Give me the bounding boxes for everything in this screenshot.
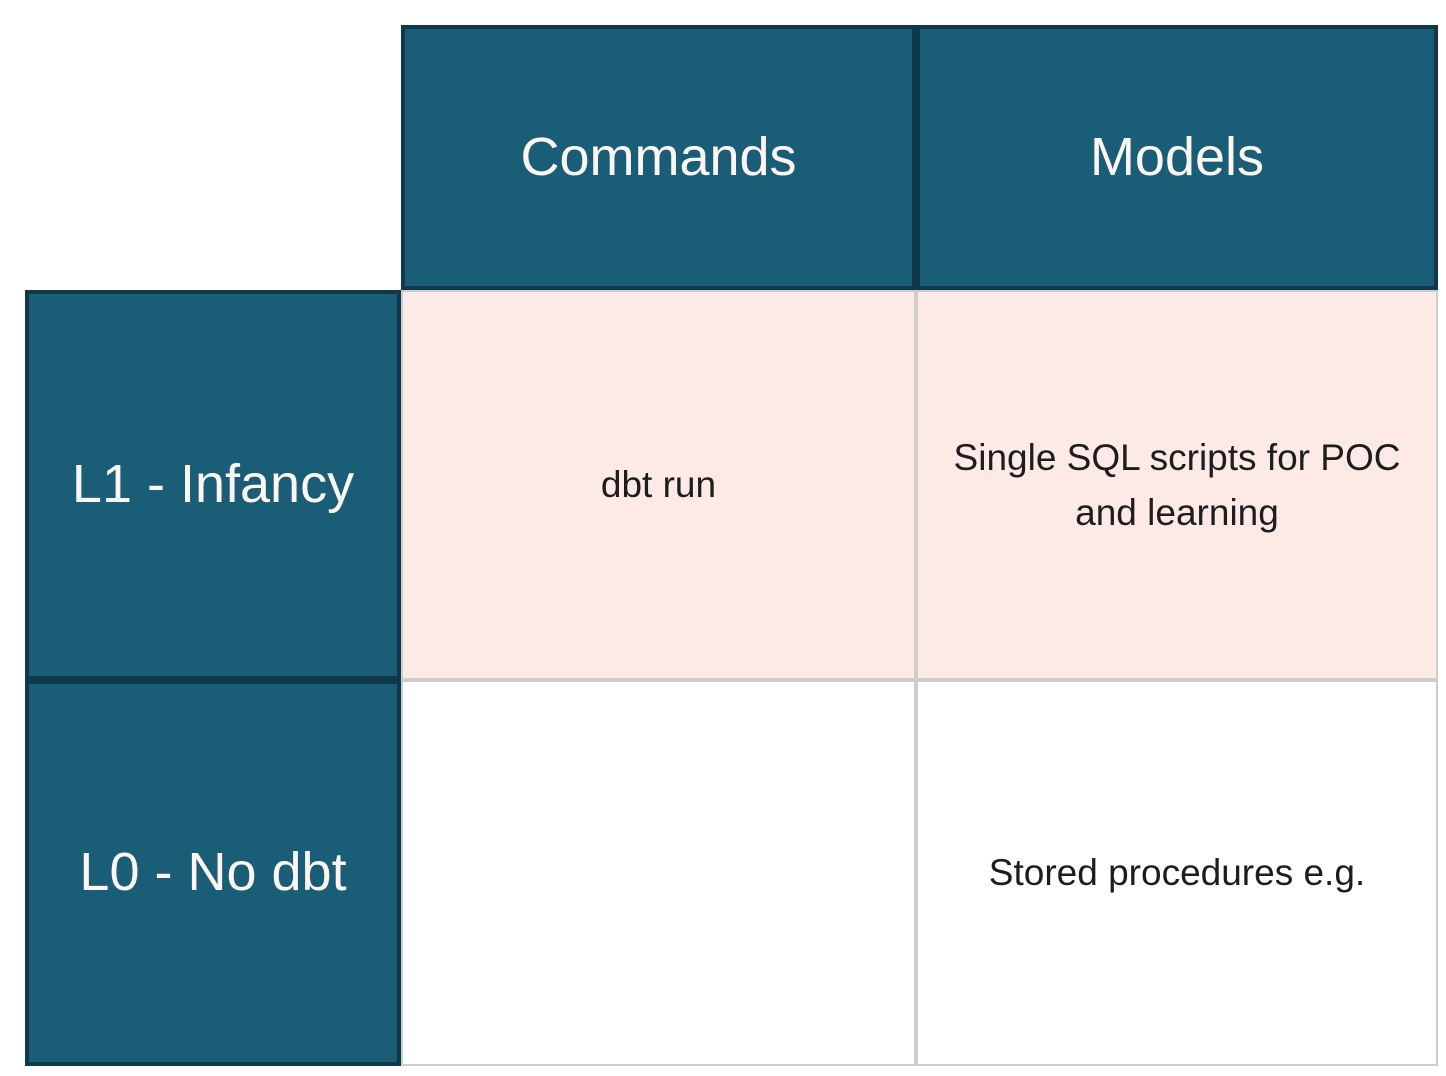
column-header-commands: Commands (401, 25, 916, 290)
corner-cell (25, 25, 401, 290)
cell-l1-commands: dbt run (401, 290, 916, 680)
cell-l0-commands (401, 680, 916, 1066)
maturity-table: Commands Models L1 - Infancy dbt run Sin… (25, 25, 1438, 1066)
column-header-models: Models (916, 25, 1438, 290)
cell-l1-models: Single SQL scripts for POC and learning (916, 290, 1438, 680)
row-header-l0-no-dbt: L0 - No dbt (25, 680, 401, 1066)
cell-l0-models: Stored procedures e.g. (916, 680, 1438, 1066)
row-header-l1-infancy: L1 - Infancy (25, 290, 401, 680)
